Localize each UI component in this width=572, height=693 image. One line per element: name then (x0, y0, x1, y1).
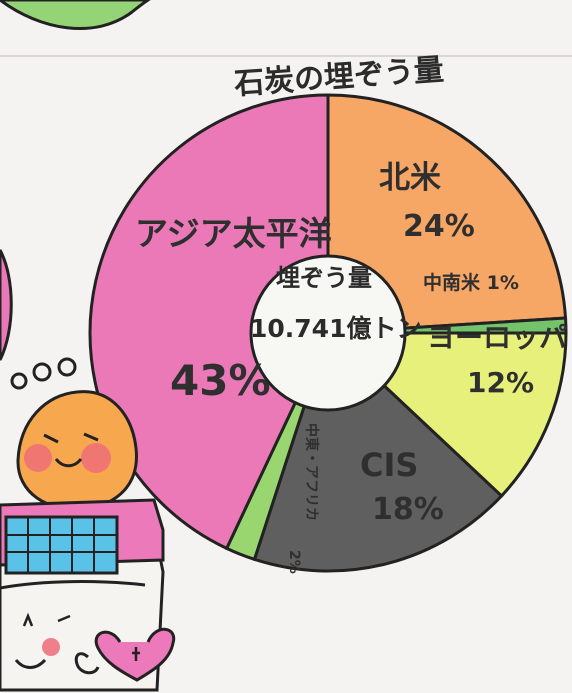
center-hole (249, 254, 407, 412)
slice-label-latin-america: 中南米 1% (423, 271, 519, 294)
slice-percent-middle-east-africa: 2% (286, 550, 302, 574)
slice-5 (88, 93, 330, 551)
slice-label-europe: ヨーロッパ (427, 321, 567, 354)
slice-percent-europe: 12% (467, 366, 534, 399)
center-value: 10.741億トン (250, 314, 421, 343)
slice-0 (326, 93, 568, 335)
chart-slices (88, 93, 568, 573)
slice-percent-cis: 18% (372, 492, 444, 527)
top-left-decorative-shape (0, 0, 151, 30)
slice-percent-north-america: 24% (403, 209, 475, 244)
left-edge-decorative-shape (0, 249, 13, 361)
mascot-doodle (0, 357, 176, 692)
paper-fold-line (0, 55, 572, 57)
slice-percent-asia-pacific: 43% (170, 356, 271, 405)
slice-label-asia-pacific: アジア太平洋 (135, 214, 332, 253)
slice-label-north-america: 北米 (379, 160, 441, 196)
center-label: 埋ぞう量 (276, 264, 372, 292)
slice-label-middle-east-africa: 中東・アフリカ (303, 423, 320, 521)
slice-label-cis: CIS (360, 446, 418, 484)
